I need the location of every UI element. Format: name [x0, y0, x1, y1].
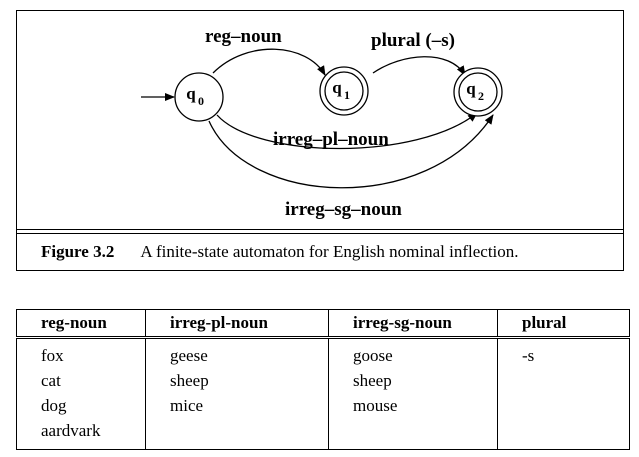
table-cell: fox — [41, 346, 64, 365]
table-cell: sheep — [170, 371, 209, 390]
column-header-reg-noun: reg-noun — [16, 309, 146, 339]
column-irreg-pl-noun: geese sheep mice — [145, 337, 329, 450]
figure-divider — [17, 229, 623, 234]
arc-label-irreg-sg-noun: irreg–sg–noun — [285, 199, 402, 220]
column-header-irreg-sg-noun: irreg-sg-noun — [328, 309, 498, 339]
column-reg-noun: fox cat dog aardvark — [16, 337, 146, 450]
figure-panel: q 0 q 1 q 2 reg–noun plural (–s) irreg–p… — [16, 10, 624, 271]
arc-reg-noun — [212, 48, 326, 76]
state-q1-subscript: 1 — [344, 88, 350, 102]
arc-label-plural: plural (–s) — [371, 30, 455, 51]
state-q2-subscript: 2 — [478, 89, 484, 103]
table-cell: mouse — [353, 396, 398, 415]
state-q0-label: q — [186, 84, 196, 103]
state-q2-label: q — [466, 79, 476, 98]
state-q2: q 2 — [453, 67, 503, 117]
figure-label: Figure 3.2 — [41, 242, 115, 261]
table-cell: aardvark — [41, 421, 101, 440]
figure-caption: Figure 3.2 A finite-state automaton for E… — [41, 242, 519, 262]
table-cell: dog — [41, 396, 67, 415]
table-row: fox cat dog aardvark geese sheep mice go… — [16, 337, 630, 450]
table-cell: sheep — [353, 371, 392, 390]
arc-label-reg-noun: reg–noun — [205, 26, 282, 47]
table-cell: geese — [170, 346, 208, 365]
table-cell: goose — [353, 346, 393, 365]
arc-plural — [372, 56, 466, 76]
table-cell: -s — [522, 346, 535, 365]
table-header-row: reg-noun irreg-pl-noun irreg-sg-noun plu… — [16, 309, 630, 339]
state-q0: q 0 — [174, 72, 224, 122]
column-irreg-sg-noun: goose sheep mouse — [328, 337, 498, 450]
arc-irreg-pl-noun — [216, 112, 478, 150]
arc-irreg-sg-noun — [208, 114, 494, 189]
fsa-diagram: q 0 q 1 q 2 reg–noun plural (–s) irreg–p… — [141, 26, 503, 220]
state-q1: q 1 — [319, 66, 369, 116]
column-header-irreg-pl-noun: irreg-pl-noun — [145, 309, 329, 339]
table-cell: mice — [170, 396, 204, 415]
figure-caption-text: A finite-state automaton for English nom… — [140, 242, 519, 261]
column-header-plural: plural — [497, 309, 630, 339]
table-cell: cat — [41, 371, 61, 390]
state-q1-label: q — [332, 78, 342, 97]
state-q0-subscript: 0 — [198, 94, 204, 108]
arc-label-irreg-pl-noun: irreg–pl–noun — [273, 129, 389, 150]
lexicon-table: reg-noun irreg-pl-noun irreg-sg-noun plu… — [16, 309, 630, 450]
column-plural: -s — [498, 338, 630, 450]
